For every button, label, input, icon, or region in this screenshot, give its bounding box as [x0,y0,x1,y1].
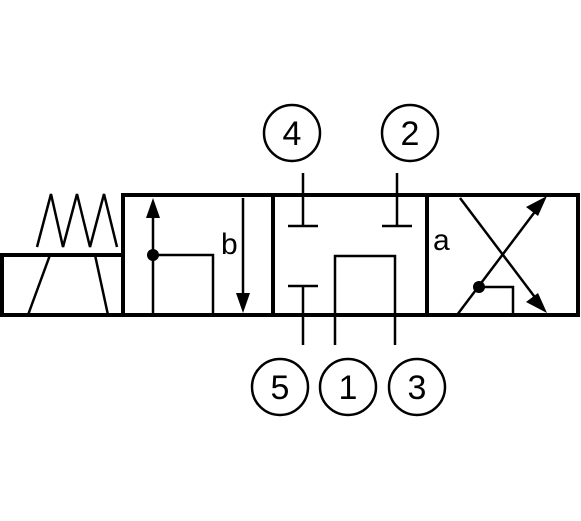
port-4: 4 [262,103,322,163]
arrow-up-icon [146,198,160,218]
spring-actuator [0,193,125,317]
port-5-circle [250,357,310,417]
port-2-circle [380,103,440,163]
cross-flow-line-up [456,208,538,316]
port-1-3-path [333,254,397,345]
position-label-b: b [221,228,238,261]
cross-flow-line-down [459,197,538,301]
port-3-label: 3 [408,369,427,407]
arrow-down-icon [236,293,250,313]
flow-path-line [153,253,215,315]
port-4-circle [262,103,322,163]
port-5: 5 [250,357,310,417]
port-2: 2 [380,103,440,163]
flow-path-line [479,285,515,315]
port-2-label: 2 [401,115,420,153]
center-block [288,173,412,345]
port-3-circle [387,357,447,417]
actuator-trapezoid [26,253,110,316]
right-block-a: a [433,196,547,316]
arrow-down-right-icon [526,293,547,313]
left-block-b: b [146,198,250,315]
port-4-label: 4 [283,115,302,153]
port-1-circle [318,357,378,417]
port-3: 3 [387,357,447,417]
port-5-label: 5 [271,369,290,407]
spring-icon [35,193,119,248]
port-1: 1 [318,357,378,417]
valve-outline [121,193,580,317]
port-1-label: 1 [339,369,358,407]
arrow-up-right-icon [526,196,547,216]
valve-body [121,193,580,317]
position-label-a: a [433,224,450,257]
